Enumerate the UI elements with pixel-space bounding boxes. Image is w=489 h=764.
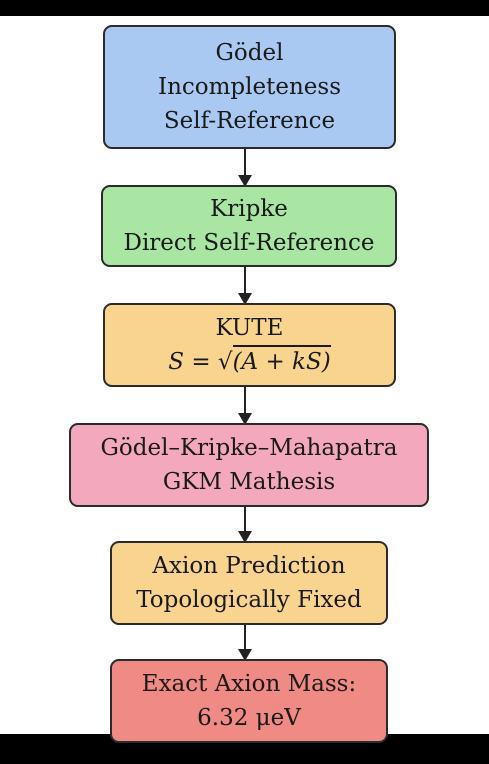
node-godel-line-1: Gödel (215, 40, 284, 66)
node-kute-title: KUTE (215, 315, 284, 341)
node-kripke-line-1: Kripke (210, 196, 288, 222)
node-godel-line-2: Incompleteness (157, 74, 341, 100)
node-axion-line-1: Axion Prediction (152, 553, 346, 579)
node-mass-line-1: Exact Axion Mass: (141, 671, 357, 697)
edge-kute-gkm (238, 387, 252, 425)
node-godel-line-3: Self-Reference (163, 108, 336, 134)
kute-formula-radicand: (A + kS) (232, 345, 331, 376)
node-godel: Gödel Incompleteness Self-Reference (103, 25, 396, 149)
edge-axion-mass (238, 625, 252, 661)
node-axion-line-2: Topologically Fixed (136, 587, 362, 613)
node-mass: Exact Axion Mass: 6.32 μeV (110, 659, 388, 743)
edge-godel-kripke (238, 149, 252, 187)
edge-kripke-kute (238, 267, 252, 305)
kute-formula-lhs: S = (168, 349, 218, 375)
node-kute: KUTE S = √(A + kS) (103, 303, 396, 387)
node-kripke-line-2: Direct Self-Reference (123, 230, 375, 256)
node-mass-line-2: 6.32 μeV (197, 705, 301, 731)
kute-formula: S = √(A + kS) (168, 345, 331, 379)
diagram-canvas: Gödel Incompleteness Self-Reference Krip… (0, 16, 489, 743)
node-axion: Axion Prediction Topologically Fixed (110, 541, 388, 625)
node-gkm-line-1: Gödel–Kripke–Mahapatra (100, 435, 398, 461)
node-gkm-line-2: GKM Mathesis (162, 469, 336, 495)
node-gkm: Gödel–Kripke–Mahapatra GKM Mathesis (69, 423, 429, 507)
node-kripke: Kripke Direct Self-Reference (101, 185, 397, 267)
edge-gkm-axion (238, 507, 252, 543)
sqrt-symbol: √ (217, 349, 233, 375)
